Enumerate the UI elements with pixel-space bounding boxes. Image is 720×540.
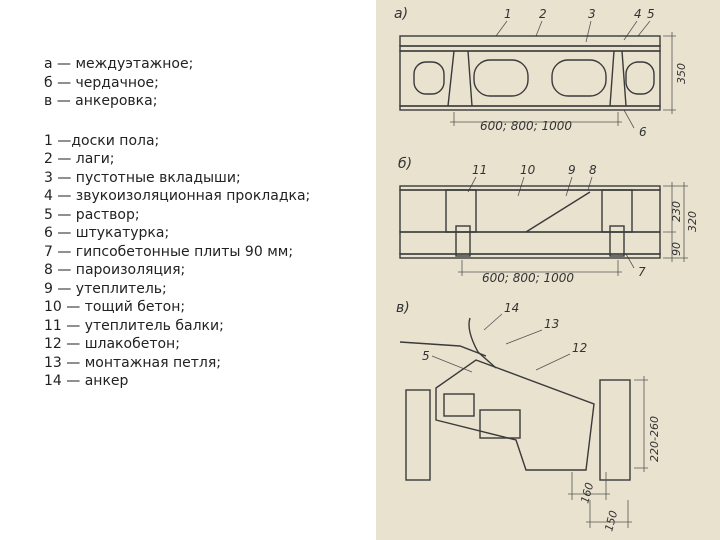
panel-b-dimension-side-total: 320	[686, 211, 699, 232]
legend-item-11: 11 — утеплитель балки;	[44, 317, 224, 334]
panel-b-dimension-side-2: 90	[670, 242, 683, 256]
panel-a: а) 1 2 3 4 5 6 600; 800; 1000 350	[394, 6, 688, 139]
panel-a-callout-6: 6	[639, 125, 647, 139]
panel-b-callout-7: 7	[638, 265, 646, 279]
variant-b: б — чердачное;	[44, 74, 159, 91]
panel-a-dimension-side: 350	[675, 63, 688, 84]
panel-a-callout-5: 5	[647, 7, 655, 21]
legend-item-9: 9 — утеплитель;	[44, 280, 167, 297]
panel-b-label: б)	[398, 156, 412, 172]
panel-v-dimension-width-1: 160	[578, 481, 596, 505]
panel-b-dimension-side-1: 230	[670, 201, 683, 222]
legend-item-8: 8 — пароизоляция;	[44, 262, 186, 278]
legend-gap	[44, 111, 374, 132]
panel-b-dimension-bottom: 600; 800; 1000	[482, 271, 574, 285]
panel-v-dimension-height: 220-260	[648, 416, 661, 462]
legend-item-12: 12 — шлакобетон;	[44, 336, 180, 352]
panel-a-callout-2: 2	[539, 7, 547, 21]
legend: а — междуэтажное; б — чердачное; в — анк…	[44, 55, 374, 391]
legend-item-4: 4 — звукоизоляционная прокладка;	[44, 188, 311, 204]
legend-item-5: 5 — раствор;	[44, 206, 140, 223]
panel-b-callout-11: 11	[472, 163, 487, 177]
panel-b-callout-8: 8	[589, 163, 597, 177]
panel-v-callout-13: 13	[544, 317, 559, 331]
panel-v-callout-12: 12	[572, 341, 587, 355]
legend-item-14: 14 — анкер	[44, 373, 129, 389]
panel-v-callout-5: 5	[422, 349, 430, 363]
legend-item-3: 3 — пустотные вкладыши;	[44, 169, 241, 186]
panel-b: б) 11 10 9 8 7 600; 800; 1000 230 90 320	[398, 156, 699, 285]
variant-a: а — междуэтажное;	[44, 56, 194, 72]
legend-item-6: 6 — штукатурка;	[44, 225, 170, 241]
panel-b-callout-9: 9	[568, 163, 576, 177]
panel-v: в) 14 13 12 5 220-260 160 150	[396, 300, 661, 533]
floor-construction-drawing: а) 1 2 3 4 5 6 600; 800; 1000 350 б) 11 …	[376, 0, 720, 540]
panel-v-callout-14: 14	[504, 301, 519, 315]
legend-item-7: 7 — гипсобетонные плиты 90 мм;	[44, 243, 294, 260]
variant-v: в — анкеровка;	[44, 93, 158, 109]
legend-item-1: 1 —доски пола;	[44, 132, 160, 149]
panel-a-callout-3: 3	[588, 7, 596, 21]
panel-a-label: а)	[394, 6, 408, 22]
panel-a-dimension-bottom: 600; 800; 1000	[480, 119, 572, 133]
panel-v-label: в)	[396, 300, 410, 316]
panel-a-callout-4: 4	[634, 7, 642, 21]
legend-item-13: 13 — монтажная петля;	[44, 354, 221, 371]
legend-item-10: 10 — тощий бетон;	[44, 299, 186, 315]
legend-item-2: 2 — лаги;	[44, 151, 115, 167]
panel-v-dimension-width-2: 150	[602, 509, 620, 533]
panel-b-callout-10: 10	[520, 163, 536, 177]
paper-background	[376, 0, 720, 540]
panel-a-callout-1: 1	[504, 7, 512, 21]
